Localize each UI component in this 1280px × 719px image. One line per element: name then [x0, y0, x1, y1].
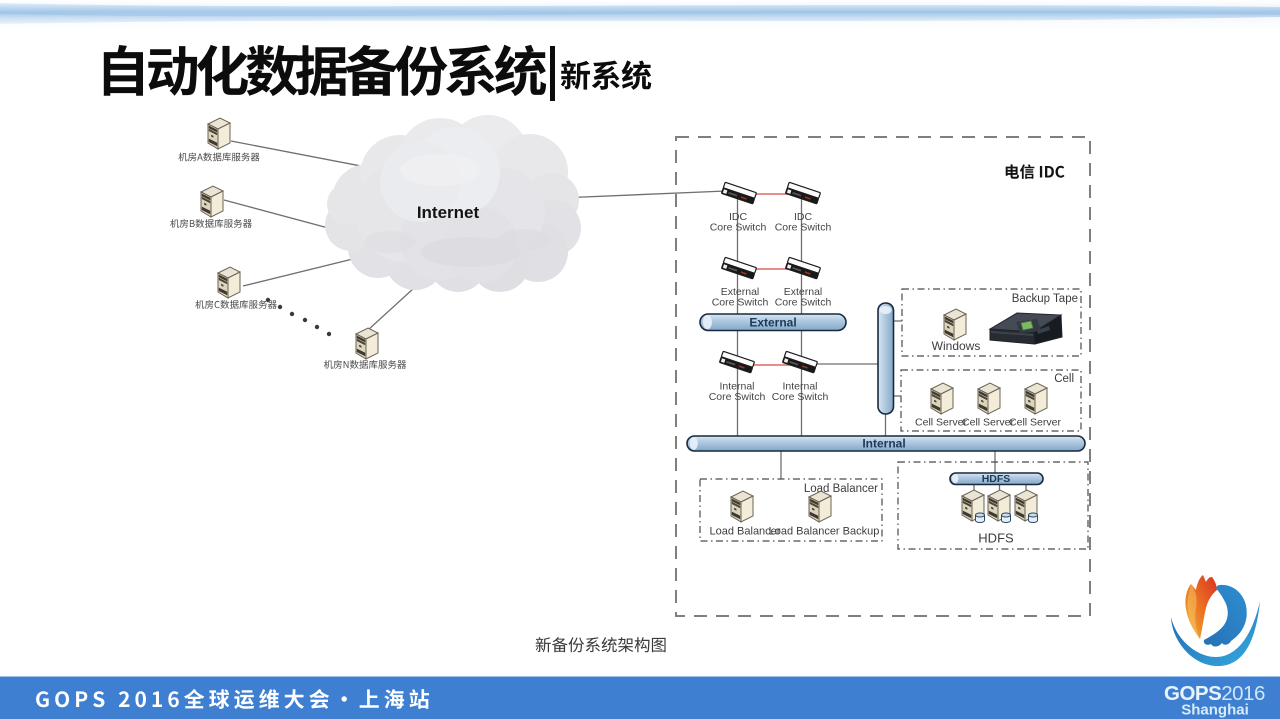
svg-text:Backup Tape: Backup Tape: [1012, 293, 1078, 305]
svg-text:Cell Server: Cell Server: [915, 417, 967, 429]
svg-text:GOPS2016: GOPS2016: [1164, 682, 1265, 705]
svg-text:Internal: Internal: [719, 381, 754, 393]
svg-text:External: External: [784, 286, 823, 298]
svg-text:External: External: [749, 316, 796, 330]
svg-text:Core Switch: Core Switch: [709, 391, 766, 403]
svg-text:Shanghai: Shanghai: [1181, 702, 1249, 719]
svg-text:External: External: [721, 286, 760, 298]
svg-text:Internet: Internet: [417, 203, 480, 222]
svg-text:HDFS: HDFS: [978, 531, 1014, 546]
svg-text:Core Switch: Core Switch: [710, 222, 767, 234]
svg-text:Load Balancer: Load Balancer: [710, 526, 781, 538]
svg-text:Core Switch: Core Switch: [712, 297, 769, 309]
svg-text:Load Balancer: Load Balancer: [804, 483, 878, 495]
svg-text:Internal: Internal: [862, 437, 905, 451]
svg-text:HDFS: HDFS: [982, 473, 1011, 485]
svg-text:Internal: Internal: [782, 381, 817, 393]
svg-text:Core Switch: Core Switch: [775, 222, 832, 234]
svg-text:Load Balancer Backup: Load Balancer Backup: [769, 526, 880, 538]
svg-text:IDC: IDC: [794, 211, 813, 223]
svg-text:Core Switch: Core Switch: [775, 297, 832, 309]
svg-text:Cell Server: Cell Server: [1009, 417, 1061, 429]
svg-text:Windows: Windows: [932, 339, 981, 353]
svg-text:Cell: Cell: [1054, 373, 1074, 385]
svg-text:Core Switch: Core Switch: [772, 391, 829, 403]
svg-text:IDC: IDC: [729, 211, 748, 223]
svg-text:Cell Server: Cell Server: [962, 417, 1014, 429]
